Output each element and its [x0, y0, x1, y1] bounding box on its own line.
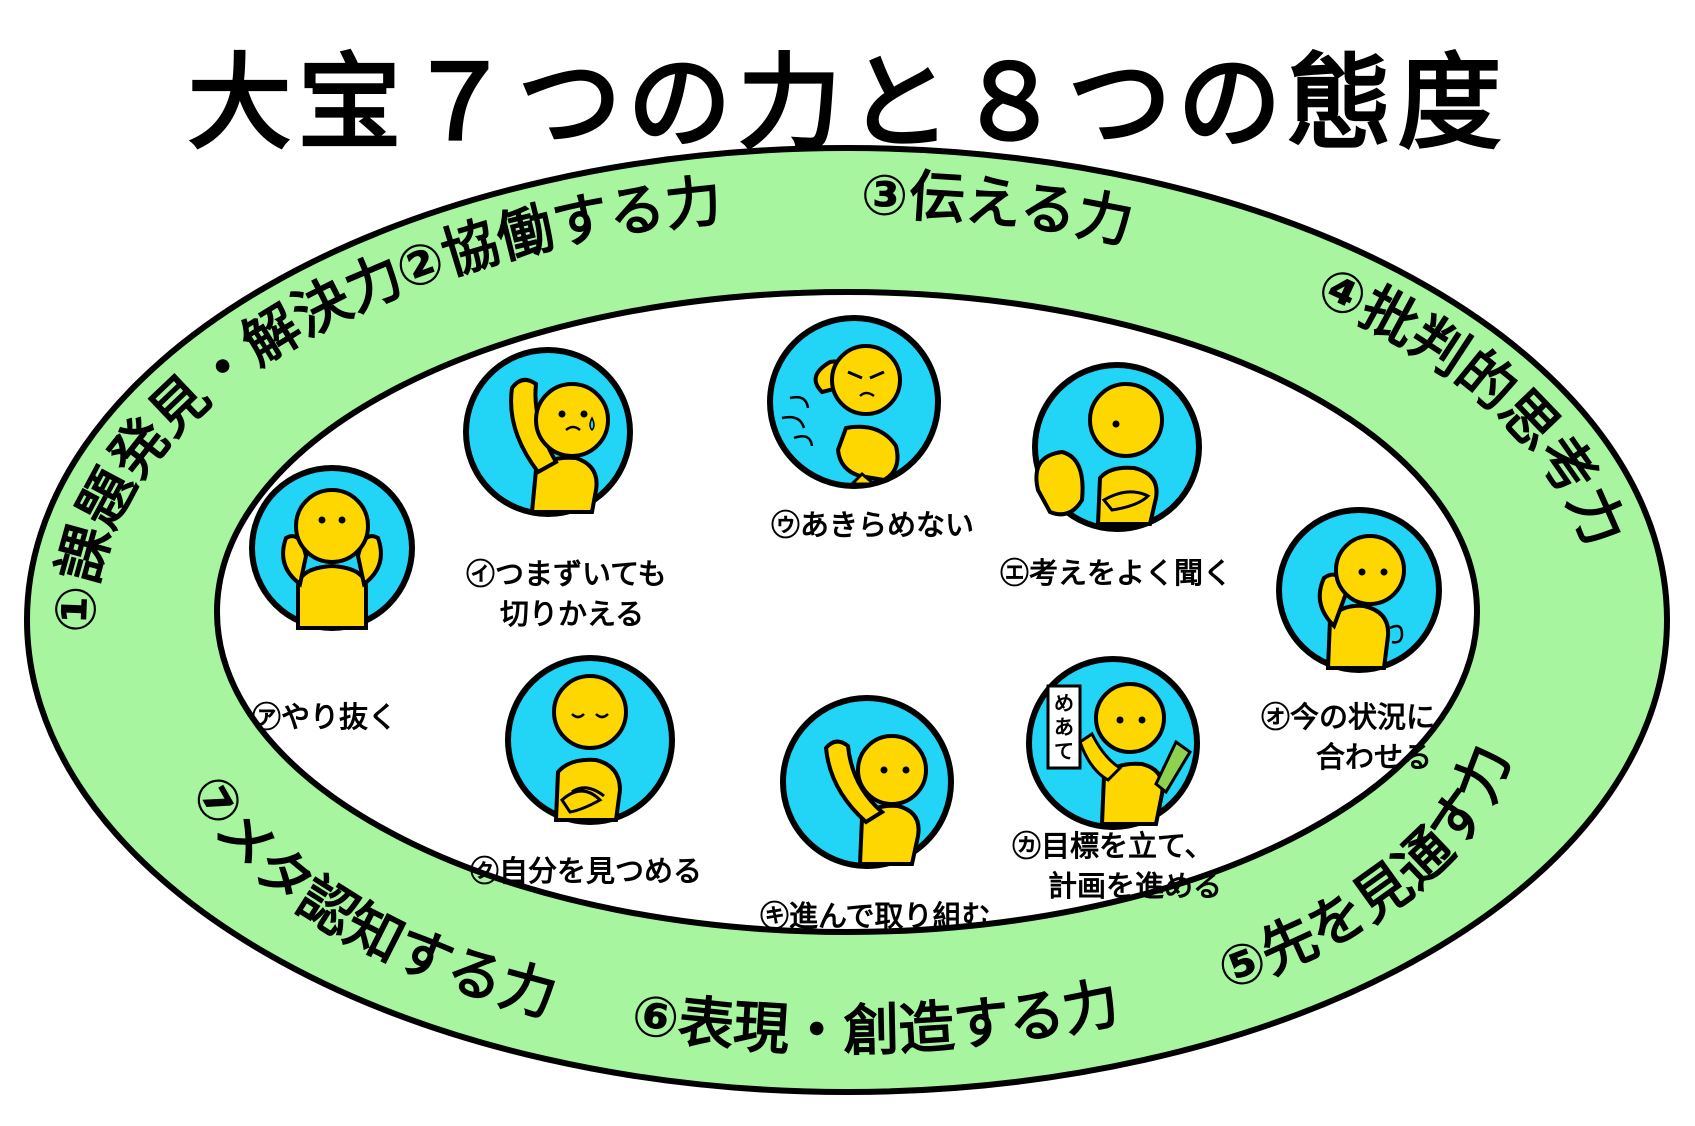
- running-figure-icon: [767, 315, 941, 489]
- attitude-ka: め あ て ㋕目標を立て、 計画を進める: [1012, 656, 1222, 903]
- attitude-u-line-1: ㋒あきらめない: [771, 508, 974, 542]
- raising-hand-figure-icon: [463, 347, 633, 517]
- attitude-i-line-1: ㋑つまずいても: [466, 557, 667, 591]
- attitude-u: ㋒あきらめない: [767, 315, 974, 542]
- planning-figure-icon: め あ て: [1026, 656, 1200, 830]
- attitude-ka-line-1: ㋕目標を立て、: [1012, 829, 1214, 863]
- goal-sign: [1046, 684, 1082, 770]
- attitude-ka-line-2: 計画を進める: [1048, 869, 1222, 903]
- attitude-ki: ㋖進んで取り組む: [760, 695, 991, 933]
- attitude-ku-line-1: ㋗自分を見つめる: [470, 854, 702, 888]
- attitude-i-line-2: 切りかえる: [500, 597, 644, 631]
- goal-sign-char-3: て: [1054, 739, 1074, 763]
- attitude-ki-line-1: ㋖進んで取り組む: [760, 899, 991, 933]
- goal-sign-char-1: め: [1054, 691, 1074, 715]
- listening-figure-icon: [1032, 362, 1202, 532]
- attitude-o: ㋔今の状況に 合わせる: [1261, 507, 1442, 774]
- volunteering-figure-icon: [780, 695, 954, 869]
- attitude-o-line-1: ㋔今の状況に: [1261, 700, 1435, 734]
- thinking-figure-icon: [1276, 507, 1442, 673]
- attitude-e: ㋓考えをよく聞く: [1000, 362, 1232, 590]
- reflecting-figure-icon: [505, 655, 675, 825]
- attitude-ku: ㋗自分を見つめる: [470, 655, 702, 888]
- arms-raised-figure-icon: [249, 465, 415, 631]
- attitude-e-line-1: ㋓考えをよく聞く: [1000, 556, 1232, 590]
- attitude-o-line-2: 合わせる: [1316, 740, 1432, 774]
- page-title: 大宝７つの力と８つの態度: [187, 42, 1508, 164]
- attitude-i: ㋑つまずいても 切りかえる: [463, 347, 667, 631]
- goal-sign-char-2: あ: [1054, 715, 1074, 739]
- attitude-a: ㋐やり抜く: [249, 465, 415, 734]
- attitude-a-line-1: ㋐やり抜く: [252, 700, 397, 734]
